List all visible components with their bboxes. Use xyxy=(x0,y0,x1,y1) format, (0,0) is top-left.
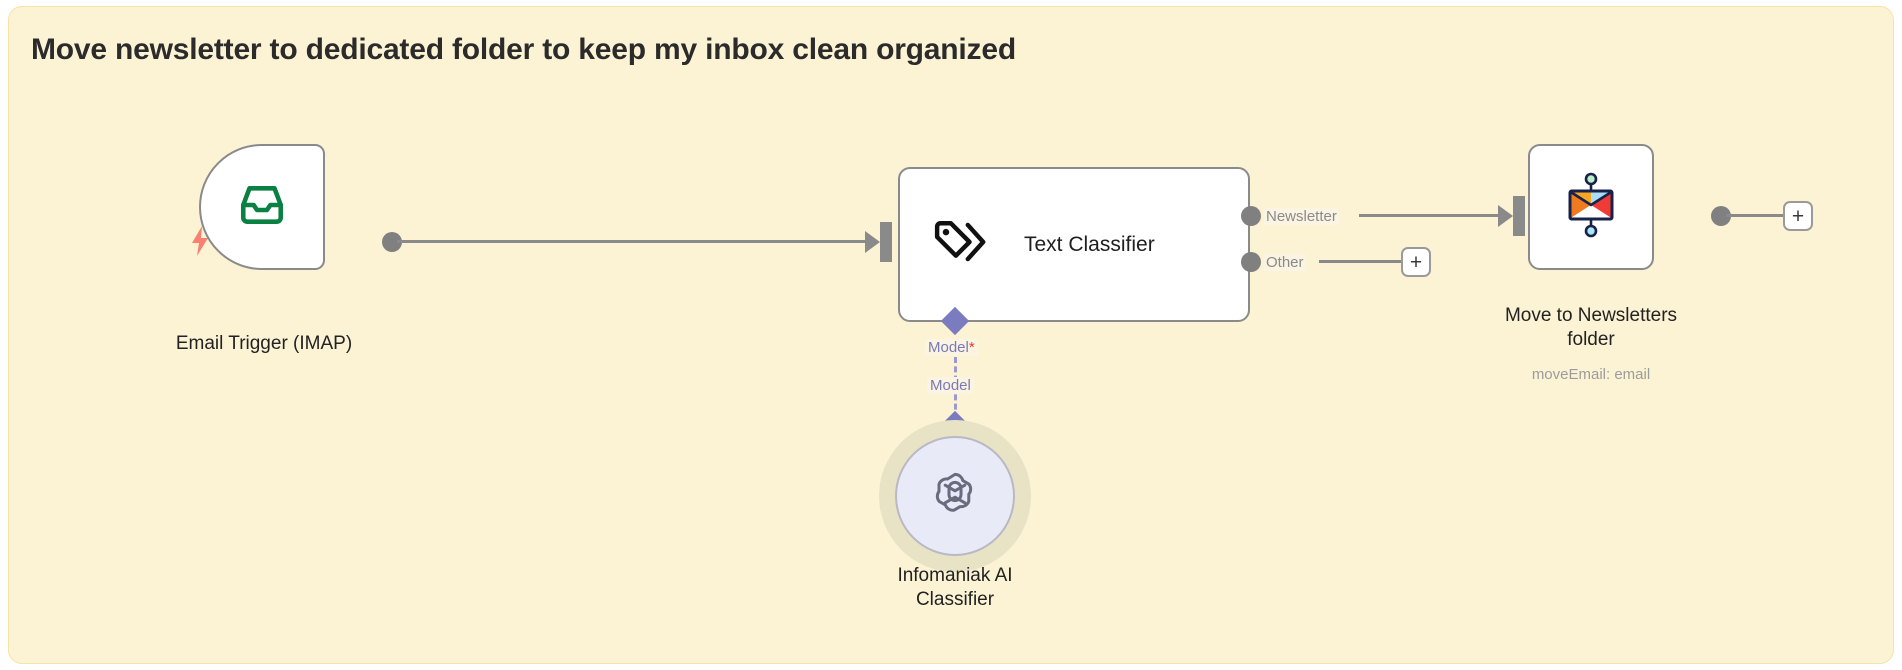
model-required-label: Model* xyxy=(925,339,978,356)
add-other-branch-button[interactable]: + xyxy=(1401,247,1431,277)
classifier-output-label-other: Other xyxy=(1264,254,1306,271)
node-email-trigger-label: Email Trigger (IMAP) xyxy=(175,333,353,354)
node-text-classifier[interactable]: Text Classifier xyxy=(898,167,1250,322)
trigger-output-port[interactable] xyxy=(382,232,402,252)
node-text-classifier-label: Text Classifier xyxy=(1024,232,1155,256)
required-asterisk: * xyxy=(968,339,975,356)
add-after-action-button[interactable]: + xyxy=(1783,201,1813,231)
action-output-port[interactable] xyxy=(1711,206,1731,226)
classifier-input-port[interactable] xyxy=(880,222,892,262)
node-infomaniak-ai-classifier-label: Infomaniak AI Classifier xyxy=(897,565,1013,610)
node-move-to-newsletters-folder-subtitle: moveEmail: email xyxy=(1531,366,1651,383)
action-input-arrow xyxy=(1498,205,1513,227)
wire-trigger-to-classifier xyxy=(397,240,865,243)
classifier-output-label-newsletter: Newsletter xyxy=(1264,208,1339,225)
lightning-bolt-icon xyxy=(187,225,213,257)
openai-knot-icon xyxy=(929,468,981,525)
classifier-output-port-newsletter[interactable] xyxy=(1241,206,1261,226)
page-title: Move newsletter to dedicated folder to k… xyxy=(31,33,1016,66)
classifier-output-port-other[interactable] xyxy=(1241,252,1261,272)
model-required-label-text: Model xyxy=(928,339,969,356)
model-connection-label: Model xyxy=(927,377,974,394)
inbox-icon xyxy=(235,180,289,235)
node-infomaniak-ai-classifier[interactable] xyxy=(895,436,1015,556)
action-input-port[interactable] xyxy=(1513,196,1525,236)
tag-chevron-icon xyxy=(932,219,990,270)
infomaniak-mail-envelope-icon xyxy=(1562,172,1620,243)
wire-newsletter-to-action xyxy=(1359,214,1509,217)
node-move-to-newsletters-folder[interactable] xyxy=(1528,144,1654,270)
classifier-input-arrow xyxy=(865,231,880,253)
wire-action-to-add xyxy=(1726,214,1786,217)
node-email-trigger[interactable] xyxy=(199,144,325,270)
wire-other-to-add xyxy=(1319,260,1404,263)
workflow-canvas: Move newsletter to dedicated folder to k… xyxy=(8,6,1894,664)
node-move-to-newsletters-folder-label: Move to Newsletters folder xyxy=(1504,305,1678,350)
